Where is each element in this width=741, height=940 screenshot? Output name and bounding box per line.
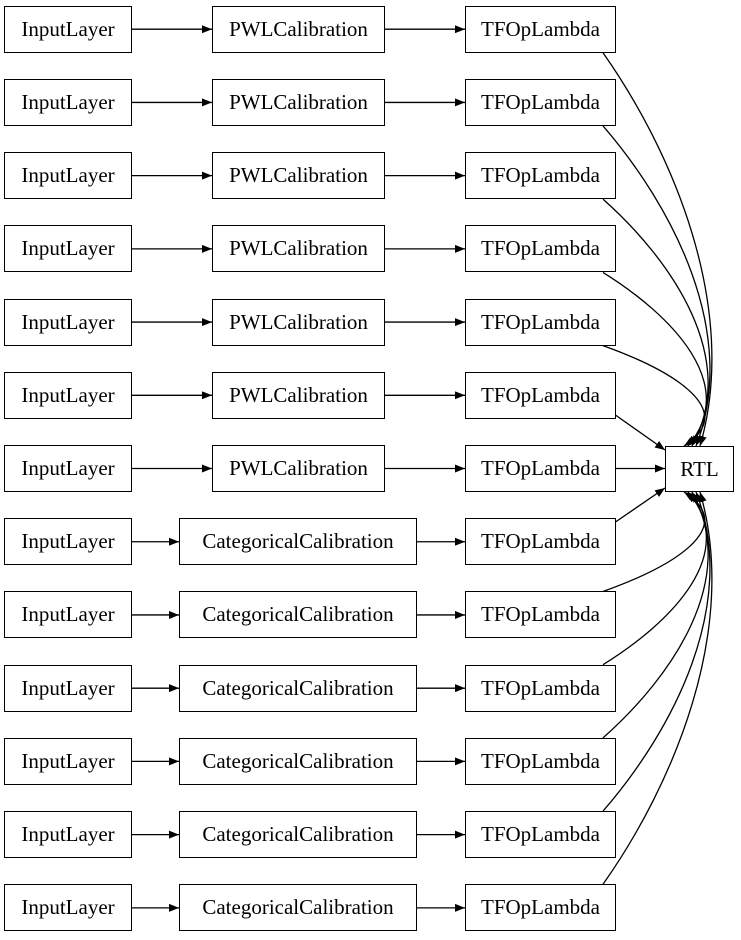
input-layer-node-row13: InputLayer xyxy=(4,884,132,932)
edge-lambda-to-rtl-row9 xyxy=(602,491,706,593)
edge-lambda-to-rtl-row13 xyxy=(602,491,713,885)
input-layer-node-row10: InputLayer xyxy=(4,664,132,712)
edge-lambda-to-rtl-row10 xyxy=(602,491,707,666)
edge-lambda-to-rtl-row11 xyxy=(602,491,709,739)
tfop-lambda-node-row3: TFOpLambda xyxy=(465,152,616,200)
edge-lambda-to-rtl-row2 xyxy=(602,125,711,447)
tfop-lambda-node-row9: TFOpLambda xyxy=(465,591,616,639)
calibration-node-row12: CategoricalCalibration xyxy=(179,811,417,859)
edge-lambda-to-rtl-row5 xyxy=(602,344,706,447)
input-layer-node-row3: InputLayer xyxy=(4,152,132,200)
tfop-lambda-node-row11: TFOpLambda xyxy=(465,737,616,785)
edge-lambda-to-rtl-row12 xyxy=(602,491,711,812)
input-layer-node-row9: InputLayer xyxy=(4,591,132,639)
input-layer-node-row7: InputLayer xyxy=(4,445,132,493)
calibration-node-row6: PWLCalibration xyxy=(212,371,385,419)
input-layer-node-row2: InputLayer xyxy=(4,78,132,126)
edge-lambda-to-rtl-row6 xyxy=(613,413,666,451)
tfop-lambda-node-row6: TFOpLambda xyxy=(465,371,616,419)
calibration-node-row9: CategoricalCalibration xyxy=(179,591,417,639)
calibration-node-row3: PWLCalibration xyxy=(212,152,385,200)
tfop-lambda-node-row13: TFOpLambda xyxy=(465,884,616,932)
input-layer-node-row11: InputLayer xyxy=(4,737,132,785)
calibration-node-row1: PWLCalibration xyxy=(212,5,385,53)
input-layer-node-row12: InputLayer xyxy=(4,811,132,859)
tfop-lambda-node-row12: TFOpLambda xyxy=(465,811,616,859)
calibration-node-row11: CategoricalCalibration xyxy=(179,737,417,785)
input-layer-node-row1: InputLayer xyxy=(4,5,132,53)
tfop-lambda-node-row5: TFOpLambda xyxy=(465,298,616,346)
tfop-lambda-node-row1: TFOpLambda xyxy=(465,5,616,53)
calibration-node-row8: CategoricalCalibration xyxy=(179,518,417,566)
edge-lambda-to-rtl-row1 xyxy=(602,52,713,447)
calibration-node-row2: PWLCalibration xyxy=(212,78,385,126)
calibration-node-row13: CategoricalCalibration xyxy=(179,884,417,932)
input-layer-node-row5: InputLayer xyxy=(4,298,132,346)
tfop-lambda-node-row8: TFOpLambda xyxy=(465,518,616,566)
calibration-node-row4: PWLCalibration xyxy=(212,225,385,273)
edge-lambda-to-rtl-row8 xyxy=(613,487,666,524)
input-layer-node-row6: InputLayer xyxy=(4,371,132,419)
edge-lambda-to-rtl-row4 xyxy=(602,271,707,447)
rtl-node: RTL xyxy=(665,446,734,492)
tfop-lambda-node-row7: TFOpLambda xyxy=(465,445,616,493)
tfop-lambda-node-row4: TFOpLambda xyxy=(465,225,616,273)
calibration-node-row5: PWLCalibration xyxy=(212,298,385,346)
input-layer-node-row4: InputLayer xyxy=(4,225,132,273)
calibration-node-row10: CategoricalCalibration xyxy=(179,664,417,712)
tfop-lambda-node-row10: TFOpLambda xyxy=(465,664,616,712)
tfop-lambda-node-row2: TFOpLambda xyxy=(465,78,616,126)
input-layer-node-row8: InputLayer xyxy=(4,518,132,566)
calibration-node-row7: PWLCalibration xyxy=(212,445,385,493)
